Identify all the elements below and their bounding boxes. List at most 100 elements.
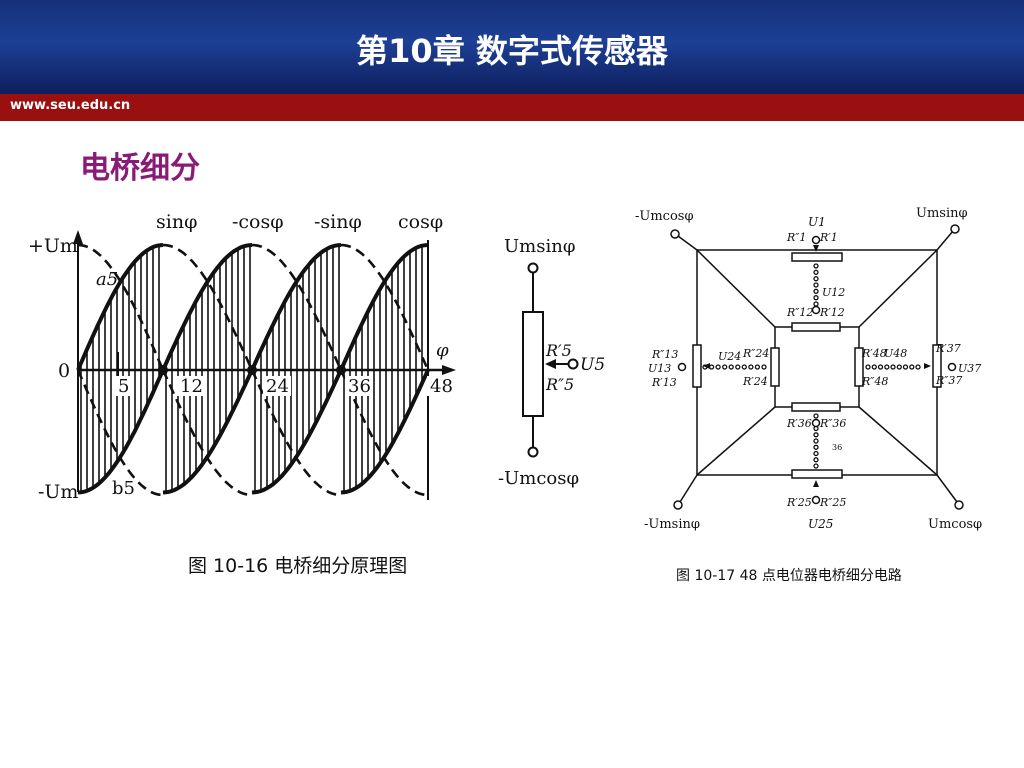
- section-title: 电桥细分: [80, 151, 200, 186]
- lower-dashed-curve: [76, 369, 429, 497]
- label-a5: a5: [96, 269, 118, 290]
- corner-lead: [936, 230, 954, 251]
- tap-dot: [741, 364, 747, 370]
- label-u24: U24: [718, 350, 741, 363]
- tap-dot: [909, 364, 915, 370]
- tick-label: 48: [430, 376, 453, 397]
- bottom-terminal: [527, 446, 539, 458]
- label-u13: U13: [648, 362, 671, 375]
- resistor-top-label: Umsinφ: [504, 236, 575, 257]
- diagonal: [858, 406, 938, 476]
- tap-arrow: [813, 480, 819, 487]
- label-r36pp: R″36: [819, 417, 846, 430]
- top-terminal: [527, 262, 539, 274]
- tap-dot: [813, 263, 819, 269]
- corner-terminal: [673, 500, 683, 510]
- tap-dot: [813, 413, 819, 419]
- label-r24p: R′24: [742, 375, 768, 388]
- label-b5: b5: [112, 478, 135, 499]
- inner-frame: [774, 326, 860, 408]
- url-bar: www.seu.edu.cn: [0, 94, 1024, 121]
- tap-dot: [865, 364, 871, 370]
- label-r5p: R′5: [545, 341, 572, 360]
- tap-arrow: [813, 245, 819, 252]
- label-r36p: R′36: [786, 417, 812, 430]
- resistor: [791, 402, 841, 412]
- corner-label-tr: Umsinφ: [916, 206, 968, 221]
- label-r37p: R′37: [935, 342, 961, 355]
- diagonal: [696, 406, 776, 476]
- tap-arrow: [924, 363, 931, 369]
- tap-dot: [708, 364, 715, 370]
- tap-dot: [884, 364, 890, 370]
- corner-terminal: [950, 224, 960, 234]
- fig16-waveform: +Um -Um 0 φ sinφ -cosφ -sinφ cosφ a5 b5 …: [28, 211, 456, 503]
- tap-dot: [915, 364, 921, 370]
- fig16-caption: 图 10-16 电桥细分原理图: [188, 555, 407, 577]
- tap-dot: [813, 282, 819, 288]
- tap-arrow: [703, 363, 710, 369]
- tap-dot: [813, 269, 819, 275]
- tap-dot: [728, 364, 734, 370]
- tap-dot: [754, 364, 761, 370]
- resistor: [692, 344, 702, 388]
- tick-label: 24: [266, 376, 289, 397]
- tap-dot: [813, 463, 819, 469]
- tap-terminal: [811, 235, 821, 245]
- tap-dot: [813, 450, 819, 457]
- corner-lead: [679, 474, 698, 503]
- resistor: [770, 347, 780, 387]
- label-r37pp: R″37: [935, 374, 962, 387]
- tap-dot: [722, 364, 728, 370]
- corner-label-tl: -Umcosφ: [635, 209, 694, 224]
- envelope-solid-curve: [76, 243, 429, 371]
- slide-header: 第10章 数字式传感器: [0, 0, 1024, 94]
- slide-title: 第10章 数字式传感器: [356, 32, 668, 70]
- tap-dot: [871, 364, 877, 370]
- tap-dot: [735, 364, 741, 370]
- resistor-bottom-label: -Umcosφ: [498, 468, 579, 489]
- fig17-labels: -Umcosφ Umsinφ -Umsinφ Umcosφ U1 R″1 R′1…: [635, 206, 982, 532]
- tap-dot-chains: [702, 263, 921, 469]
- tick-label: 12: [180, 376, 203, 397]
- axis-top-label: +Um: [28, 235, 78, 257]
- label-r12p: R′12: [819, 306, 845, 319]
- phi-label: φ: [436, 340, 449, 361]
- label-u48: U48: [884, 347, 907, 360]
- curve-label-negsin: -sinφ: [314, 211, 362, 233]
- crossing-dot: [336, 365, 346, 375]
- resistor: [791, 252, 843, 262]
- tap-dot: [748, 364, 754, 370]
- tap-dot: [715, 364, 721, 370]
- hatch-lines: [80, 240, 429, 500]
- tap-terminal: [811, 418, 821, 428]
- label-u37: U37: [958, 362, 981, 375]
- label-r48pp: R″48: [861, 375, 888, 388]
- tap-dot: [813, 444, 819, 450]
- curve-label-sin: sinφ: [156, 211, 197, 233]
- curve-label-cos: cosφ: [398, 211, 443, 233]
- label-r48p: R′48: [861, 347, 887, 360]
- tap-dot: [890, 364, 896, 370]
- diagonal: [858, 249, 938, 328]
- wiper-terminal: [567, 358, 579, 370]
- tick-label: 5: [118, 376, 129, 397]
- crossing-dot: [247, 365, 257, 375]
- y-axis-arrow: [73, 230, 83, 244]
- tap-dot: [813, 432, 819, 438]
- diagonal: [696, 249, 776, 328]
- label-r25pp: R″25: [819, 496, 846, 509]
- tick-label-bg: [263, 376, 291, 396]
- tap-terminal: [811, 305, 821, 315]
- resistor: [791, 322, 841, 332]
- tap-terminal: [677, 362, 687, 372]
- fig16-resistor: Umsinφ -Umcosφ R′5 R″5 U5: [498, 236, 605, 489]
- tick-label-bg: [177, 376, 205, 396]
- label-u25: U25: [808, 517, 833, 531]
- tap-dot: [761, 364, 767, 370]
- site-url: www.seu.edu.cn: [10, 98, 131, 113]
- label-36: 36: [832, 443, 842, 452]
- label-r5pp: R″5: [545, 375, 574, 394]
- corner-label-bl: -Umsinφ: [644, 517, 700, 532]
